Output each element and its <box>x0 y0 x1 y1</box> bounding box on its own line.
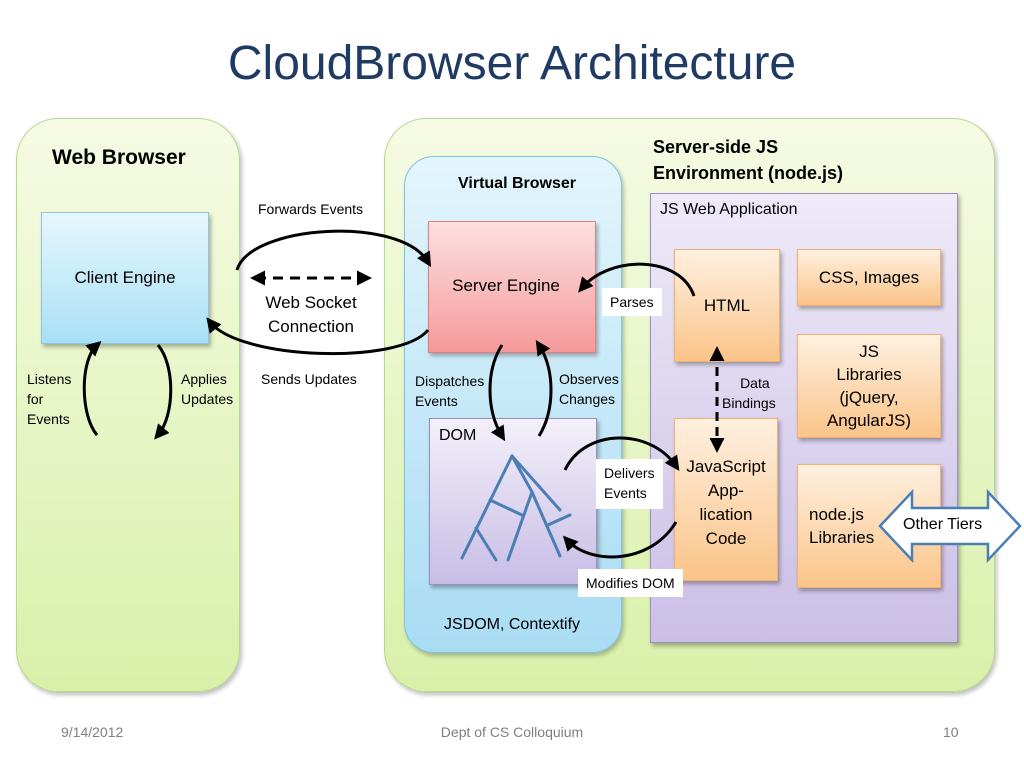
jsdom-label: JSDOM, Contextify <box>443 616 581 633</box>
footer-date: 9/14/2012 <box>61 724 124 740</box>
forwards-events-label: Forwards Events <box>258 201 364 217</box>
parses-arrow <box>578 262 696 297</box>
applies-loop-arrow <box>154 344 173 440</box>
other-tiers-label: Other Tiers <box>903 516 983 533</box>
web-browser-title: Web Browser <box>52 146 186 169</box>
sends-updates-label: Sends Updates <box>261 371 357 387</box>
dom-box <box>429 418 597 585</box>
js-web-app-title: JS Web Application <box>660 201 798 218</box>
listens-loop-arrow <box>82 341 102 436</box>
dispatches-events-arrow <box>488 344 506 442</box>
footer-page-number: 10 <box>943 724 959 740</box>
virtual-browser-title: Virtual Browser <box>458 175 576 192</box>
client-engine-box: Client Engine <box>41 212 209 344</box>
html-box: HTML <box>674 249 780 362</box>
server-engine-label: Server Engine <box>452 276 560 295</box>
modifies-dom-label: Modifies DOM <box>578 569 683 597</box>
parses-label: Parses <box>602 288 662 316</box>
slide-title: CloudBrowser Architecture <box>227 37 797 90</box>
footer-center: Dept of CS Colloquium <box>440 724 584 740</box>
server-engine-box: Server Engine <box>428 221 596 353</box>
css-images-box: CSS, Images <box>797 249 941 306</box>
dom-label: DOM <box>439 427 477 444</box>
modifies-dom-arrow <box>562 521 678 559</box>
dom-tree-icon <box>460 454 572 562</box>
delivers-events-arrow <box>563 436 680 471</box>
other-tiers-arrow <box>878 488 1022 564</box>
observes-changes-arrow <box>535 339 553 437</box>
sends-updates-arrow <box>206 317 430 356</box>
forwards-events-arrow <box>235 229 432 271</box>
